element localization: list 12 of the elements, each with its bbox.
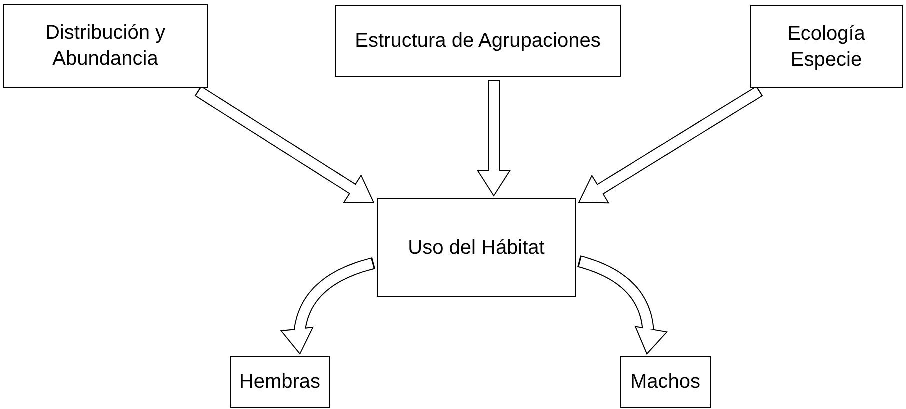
text-box [750, 5, 903, 88]
text-box [377, 198, 576, 297]
text-box [230, 356, 330, 408]
box-label: Estructura de Agrupaciones [355, 29, 601, 54]
box-label: Machos [630, 370, 701, 395]
box-label: Hembras [239, 370, 321, 395]
text-box [3, 4, 208, 88]
text-box [335, 5, 621, 77]
box-label: Ecología Especie [786, 22, 866, 72]
box-label: Uso del Hábitat [408, 236, 545, 260]
box-label: Distribución y Abundancia [44, 21, 167, 72]
text-box [620, 356, 711, 408]
